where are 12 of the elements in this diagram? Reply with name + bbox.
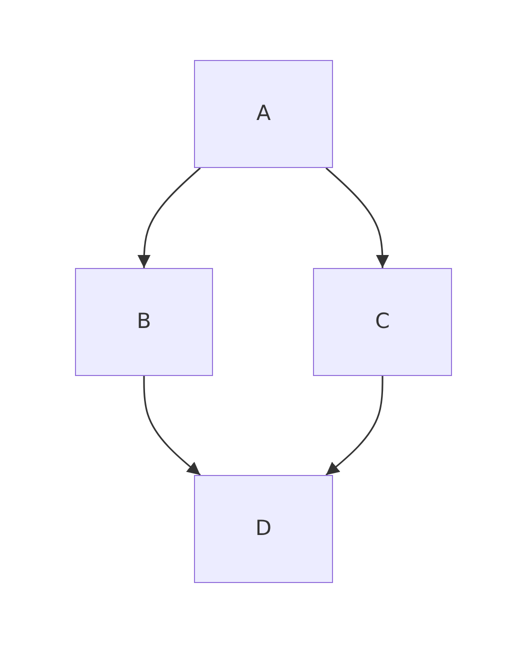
arrow bbox=[326, 167, 389, 268]
arrow bbox=[138, 167, 201, 268]
arrow bbox=[326, 376, 384, 476]
process-box bbox=[75, 268, 213, 376]
process-box bbox=[313, 268, 452, 376]
arrow bbox=[143, 376, 201, 476]
process-box bbox=[194, 475, 333, 583]
node-label: B bbox=[136, 309, 152, 335]
process-box bbox=[194, 60, 333, 168]
node-label: C bbox=[375, 309, 390, 335]
node-label: D bbox=[255, 516, 272, 542]
node-label: A bbox=[256, 101, 271, 127]
